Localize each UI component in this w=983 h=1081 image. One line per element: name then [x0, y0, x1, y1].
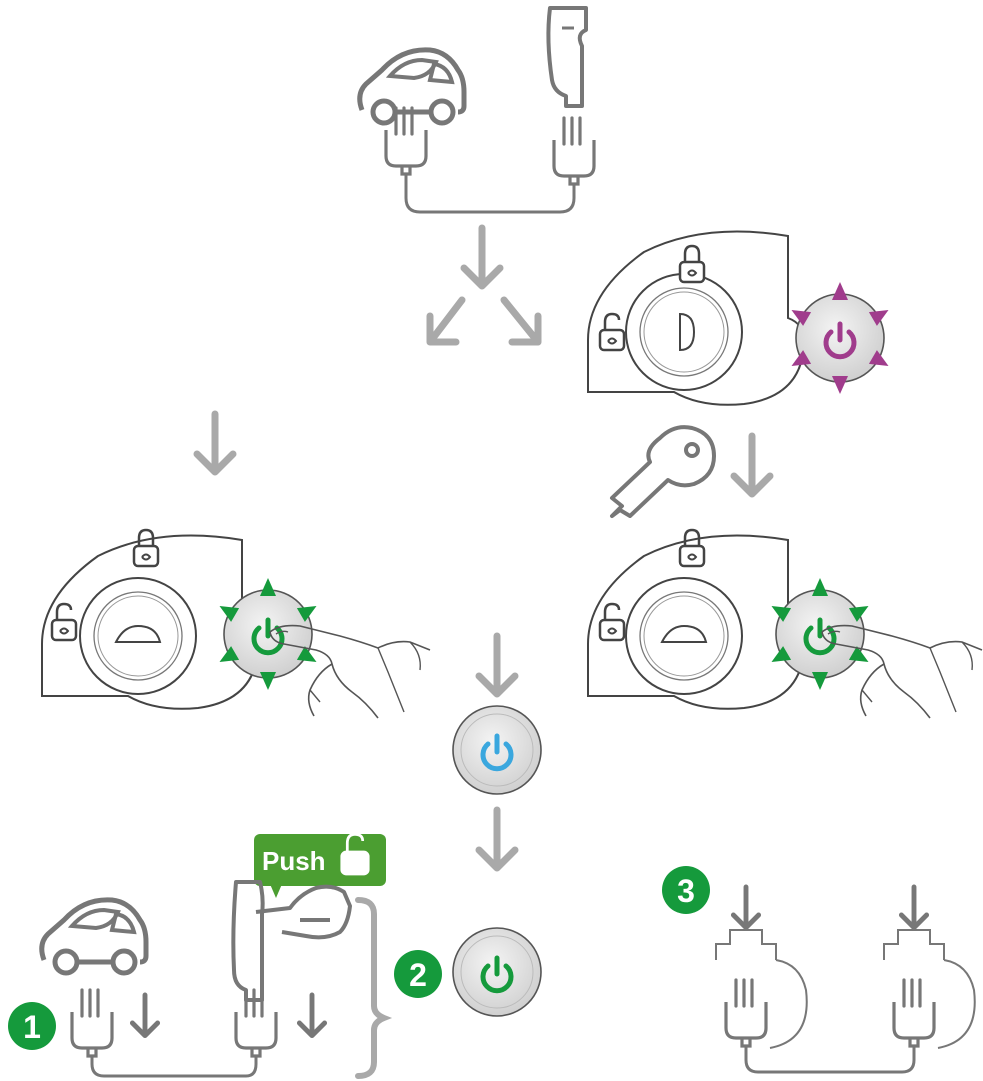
svg-text:Push: Push [262, 846, 326, 876]
power-button-icon [787, 282, 893, 394]
svg-text:1: 1 [23, 1009, 41, 1045]
plug-icon [70, 988, 114, 1058]
key-switch-icon [41, 534, 259, 710]
svg-text:3: 3 [677, 873, 695, 909]
power-button-icon [215, 578, 321, 690]
down-arrow-icon [299, 995, 324, 1036]
down-arrow-icon [197, 414, 233, 472]
down-arrow-icon [132, 995, 157, 1036]
socket-outline [715, 929, 976, 1049]
push-label: Push [254, 833, 386, 898]
down-arrow-icon [901, 887, 926, 928]
down-arrow-icon [734, 436, 770, 494]
down-arrow-icon [479, 810, 515, 868]
power-button-icon [452, 927, 542, 1017]
svg-text:2: 2 [409, 957, 427, 993]
step-3-badge: 3 [662, 866, 710, 914]
pressing-finger-icon [255, 884, 352, 940]
car-icon [42, 900, 146, 973]
charging-station-icon [546, 6, 588, 108]
bracket-icon [355, 897, 393, 1079]
power-button-icon [452, 705, 542, 795]
cable-line [744, 1046, 916, 1074]
plug-icon [724, 978, 768, 1048]
cable-line [404, 174, 576, 214]
plug-icon [892, 978, 936, 1048]
key-icon [610, 425, 716, 518]
down-arrow-icon [479, 636, 515, 694]
charging-station-icon [231, 880, 265, 1002]
plug-icon [552, 116, 596, 186]
power-button-icon [767, 578, 873, 690]
key-switch-icon [587, 230, 805, 406]
split-arrow-icon [426, 228, 542, 346]
lock-icon [132, 528, 160, 568]
step-1-badge: 1 [8, 1002, 56, 1050]
down-arrow-icon [733, 887, 758, 928]
step-2-badge: 2 [394, 950, 442, 998]
key-switch-icon [587, 534, 805, 710]
cable-line [90, 1056, 258, 1078]
lock-icon [678, 528, 706, 568]
